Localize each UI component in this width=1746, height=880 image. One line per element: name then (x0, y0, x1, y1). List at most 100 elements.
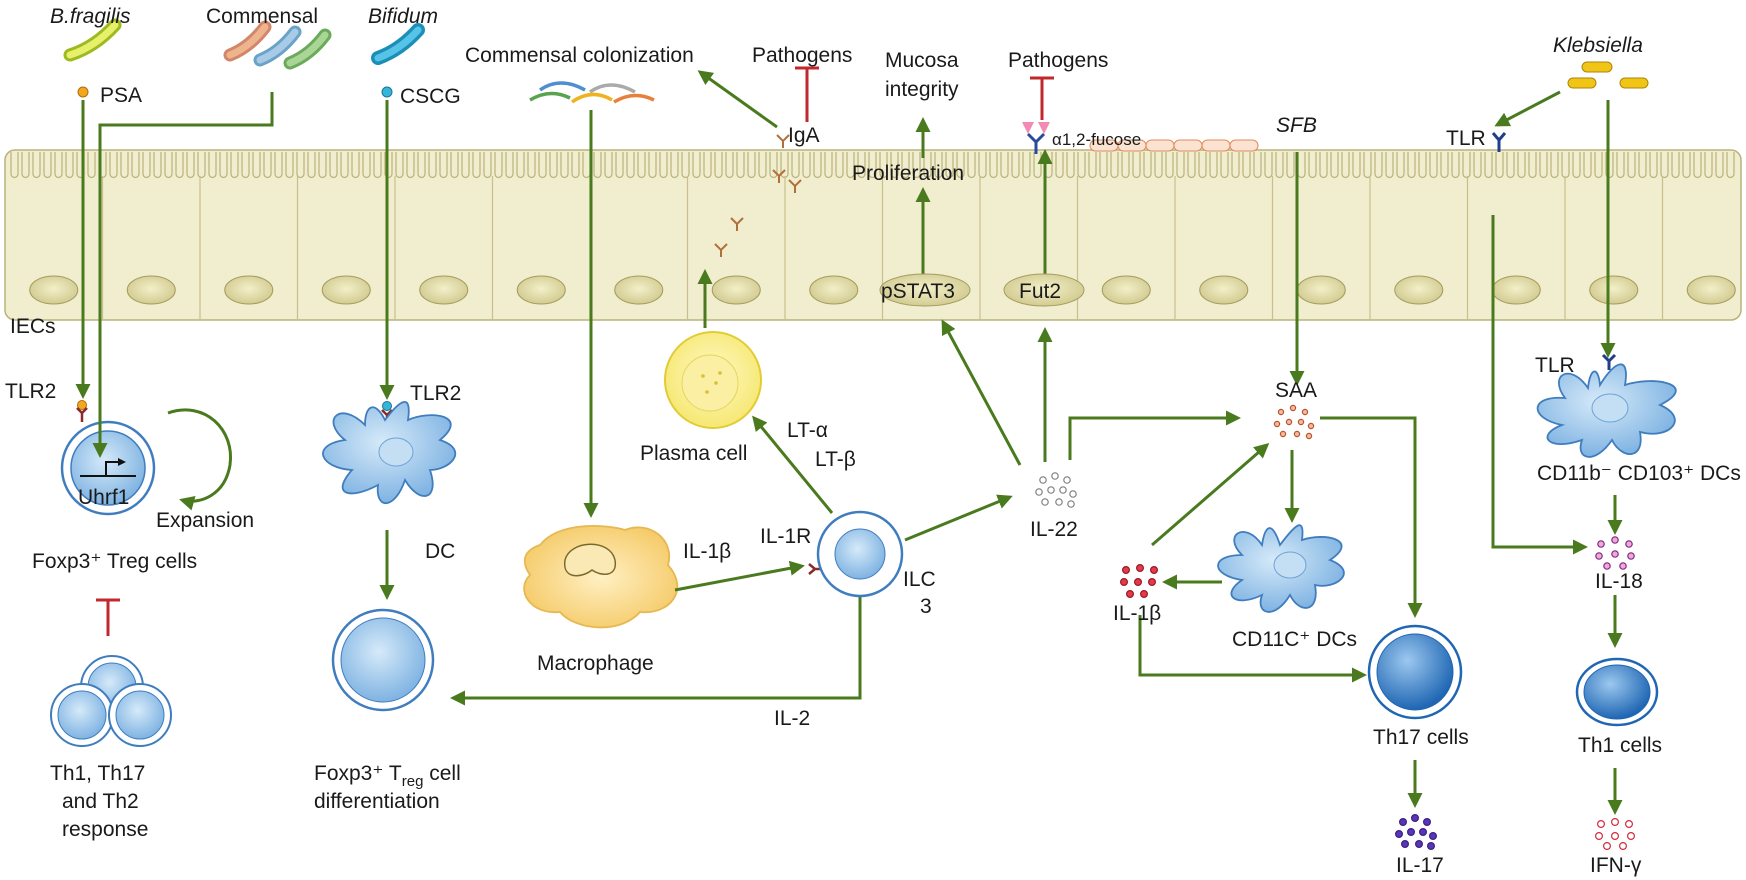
arrow-ilc3-to-il22 (904, 494, 1013, 542)
label-ilc3-1: ILC (903, 568, 936, 591)
label-saa: SAA (1275, 379, 1317, 402)
epithelial-layer (4, 149, 1742, 321)
ifng-cytokine-dots (1594, 817, 1635, 850)
label-cscg: CSCG (400, 85, 461, 108)
arrow-saa-to-th17 (1320, 416, 1423, 618)
cscg-molecule-icon (381, 86, 393, 98)
label-il18: IL-18 (1595, 570, 1643, 593)
arrow-commensal-to-uhrf1 (92, 92, 274, 458)
label-th-response-2: and Th2 (62, 790, 139, 813)
label-il1b-right: IL-1β (1113, 602, 1161, 625)
treg-cell (60, 420, 156, 516)
tlr2-dc-receptor-icon (381, 401, 393, 424)
label-uhrf1: Uhrf1 (78, 486, 129, 509)
label-foxp3-treg: Foxp3⁺ Treg cells (32, 550, 197, 573)
label-lt-beta: LT-β (815, 448, 856, 471)
label-cd103-dcs: CD11b⁻ CD103⁺ DCs (1537, 462, 1741, 485)
iga-antibody-icon (714, 134, 802, 257)
label-treg-diff-1: Foxp3⁺ Treg cell (314, 762, 461, 790)
label-cd11c-dcs: CD11C⁺ DCs (1232, 628, 1357, 651)
label-macrophage: Macrophage (537, 652, 654, 675)
plasma-cell (664, 331, 762, 429)
arrow-ilc3-to-plasma (752, 415, 834, 514)
label-ilc3-2: 3 (920, 595, 932, 618)
arrow-il1b-to-saa (1151, 443, 1270, 547)
commensal-colonization-bacteria-icon (529, 81, 655, 104)
arrow-il1b-to-th17 (1138, 615, 1367, 683)
label-fucose: α1,2-fucose (1052, 130, 1141, 149)
pstat3-nucleus: pSTAT3 (879, 273, 971, 307)
label-sfb: SFB (1276, 114, 1317, 137)
pathway-arrows (75, 70, 1623, 815)
label-il1r: IL-1R (760, 525, 811, 548)
th1-cell (1575, 657, 1659, 727)
label-th17-cells: Th17 cells (1373, 726, 1469, 749)
arrow-il22-to-saa (1068, 410, 1241, 460)
label-lt-alpha: LT-α (787, 419, 828, 442)
label-th-response-3: response (62, 818, 148, 841)
label-ifng: IFN-γ (1590, 854, 1642, 877)
label-il22: IL-22 (1030, 518, 1078, 541)
label-bifidum: Bifidum (368, 5, 438, 28)
label-integrity: integrity (885, 78, 959, 101)
il1b-cytokine-dots (1119, 563, 1158, 598)
cd11c-dendritic-cell (1217, 524, 1345, 613)
label-tlr2-left: TLR2 (5, 380, 56, 403)
th-cell-cluster (50, 655, 172, 747)
tlr-top-receptor-icon (1491, 132, 1507, 152)
bifidum-bacterium-icon (371, 23, 425, 65)
label-tlr-top: TLR (1446, 127, 1486, 150)
label-plasma-cell: Plasma cell (640, 442, 747, 465)
th17-cell (1367, 624, 1463, 720)
dendritic-cell-left (322, 400, 457, 504)
label-mucosa: Mucosa (885, 49, 959, 72)
ilc3-cell (816, 510, 904, 598)
arrow-iga-to-colonization (697, 70, 778, 129)
treg-differentiation-cell (331, 608, 435, 712)
inhibit-fucose-pathogens (1030, 76, 1054, 120)
label-il17: IL-17 (1396, 854, 1444, 877)
cell-nuclei (29, 275, 1736, 305)
tlr2-left-receptor-icon (76, 400, 88, 422)
expansion-loop-arrow (167, 408, 233, 511)
label-dc: DC (425, 540, 455, 563)
label-klebsiella: Klebsiella (1553, 34, 1643, 57)
label-treg-diff-2: differentiation (314, 790, 440, 813)
cd103-dendritic-cell (1536, 363, 1677, 458)
il22-cytokine-dots (1035, 472, 1077, 508)
klebsiella-bacteria-icon (1567, 61, 1649, 89)
label-tlr2-dc: TLR2 (410, 382, 461, 405)
fut2-nucleus: Fut2 (1003, 273, 1085, 307)
il17-cytokine-dots (1394, 813, 1437, 850)
label-pathogens-iga: Pathogens (752, 44, 852, 67)
inhibit-iga-pathogens (795, 66, 819, 122)
label-tlr-right: TLR (1535, 354, 1575, 377)
label-th1-cells: Th1 cells (1578, 734, 1662, 757)
commensal-bacteria-icon (223, 20, 332, 70)
label-fut2: Fut2 (1019, 280, 1061, 303)
arrow-macrophage-to-il1r (674, 560, 805, 592)
fucose-receptor-icon (1022, 122, 1050, 154)
label-iecs: IECs (10, 315, 56, 338)
arrow-ilc3-to-treg-diff (450, 597, 862, 706)
label-psa: PSA (100, 84, 142, 107)
arrow-tlr-to-il18 (1491, 215, 1588, 555)
arrow-klebsiella-to-tlr (1494, 90, 1561, 127)
labels: B.fragilis Commensal Bifidum Commensal c… (5, 5, 1741, 877)
inhibition-marks (96, 66, 1054, 636)
sfb-filament-icon (1089, 139, 1259, 152)
psa-molecule-icon (77, 86, 89, 98)
label-pstat3: pSTAT3 (881, 280, 955, 303)
saa-cytokine-dots (1273, 404, 1315, 440)
label-il2: IL-2 (774, 707, 810, 730)
label-il1b-mac: IL-1β (683, 540, 731, 563)
label-pathogens-fucose: Pathogens (1008, 49, 1108, 72)
label-commensal-colonization: Commensal colonization (465, 44, 694, 67)
label-commensal: Commensal (206, 5, 318, 28)
label-expansion: Expansion (156, 509, 254, 532)
label-th-response-1: Th1, Th17 (50, 762, 145, 785)
label-b-fragilis: B.fragilis (50, 5, 131, 28)
label-iga: IgA (788, 124, 820, 147)
b-fragilis-bacterium-icon (63, 18, 122, 62)
